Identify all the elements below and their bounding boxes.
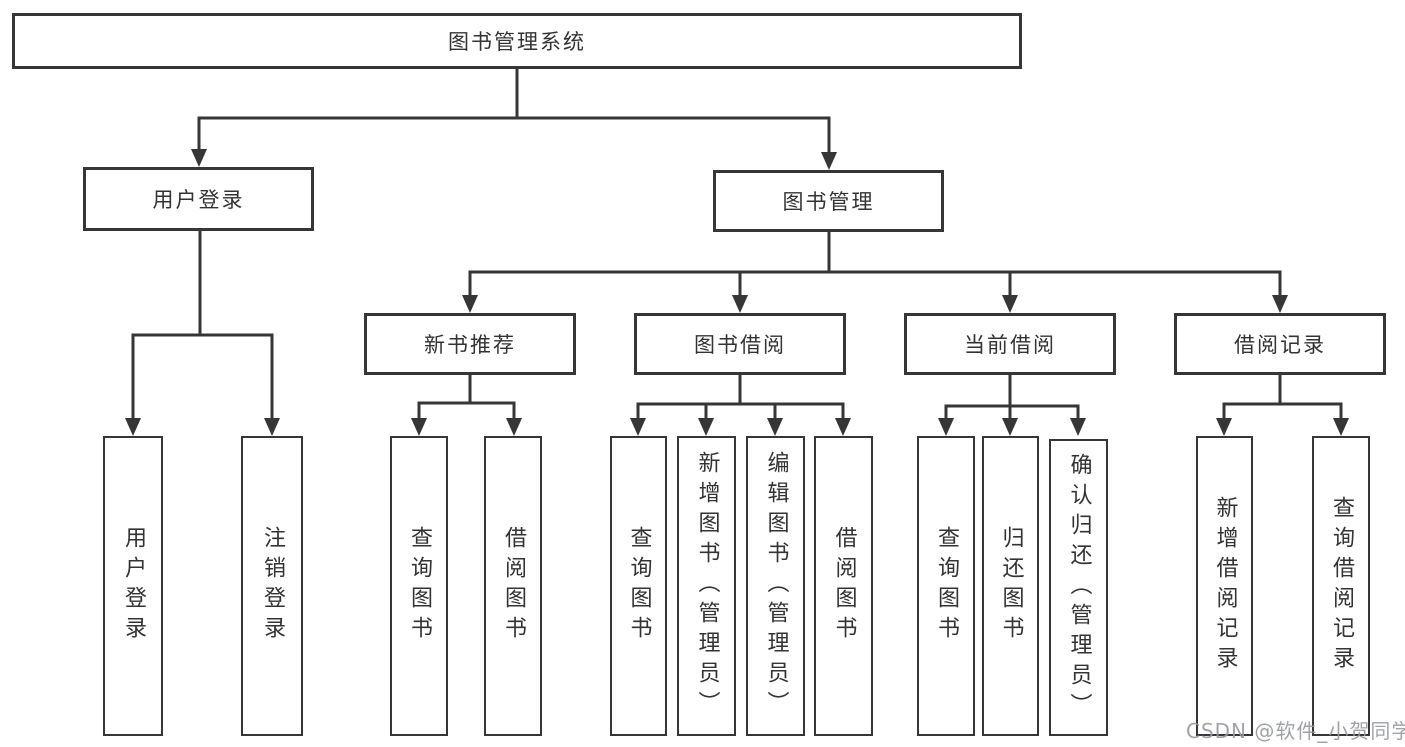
node-new-book-recommendation-label: 新书推荐 <box>424 333 516 357</box>
node-borrowing-records: 借阅记录 <box>1174 313 1386 375</box>
leaf-br-add-record: 新增借阅记录 <box>1196 436 1253 736</box>
leaf-bb-query-books: 查询图书 <box>610 436 667 736</box>
node-book-management: 图书管理 <box>713 170 944 232</box>
leaf-bb-borrow-books-label: 借阅图书 <box>831 526 857 646</box>
leaf-nb-borrow-books: 借阅图书 <box>484 436 542 736</box>
leaf-nb-query-books-label: 查询图书 <box>407 526 432 646</box>
leaf-bb-add-books-admin: 新增图书（管理员） <box>677 436 736 736</box>
leaf-cb-confirm-return-admin-label: 确认归还（管理员） <box>1066 452 1092 723</box>
node-new-book-recommendation: 新书推荐 <box>364 313 576 375</box>
node-root-system: 图书管理系统 <box>12 13 1022 69</box>
leaf-cb-confirm-return-admin: 确认归还（管理员） <box>1049 439 1108 736</box>
leaf-cb-query-books-label: 查询图书 <box>934 526 959 646</box>
leaf-cb-query-books: 查询图书 <box>917 436 975 736</box>
node-current-borrowing: 当前借阅 <box>904 313 1116 375</box>
leaf-bb-edit-books-admin: 编辑图书（管理员） <box>746 436 805 736</box>
leaf-br-query-record: 查询借阅记录 <box>1312 436 1370 736</box>
leaf-logout: 注销登录 <box>241 436 303 736</box>
leaf-logout-label: 注销登录 <box>260 526 285 646</box>
leaf-br-add-record-label: 新增借阅记录 <box>1212 496 1238 676</box>
leaf-cb-return-books-label: 归还图书 <box>998 526 1024 646</box>
leaf-user-login-label: 用户登录 <box>121 526 146 646</box>
node-user-login-label: 用户登录 <box>152 188 245 212</box>
leaf-br-query-record-label: 查询借阅记录 <box>1329 496 1354 676</box>
node-book-borrowing-label: 图书借阅 <box>694 333 786 357</box>
arrowhead-icons <box>125 149 1349 436</box>
leaf-bb-borrow-books: 借阅图书 <box>814 436 873 736</box>
leaf-nb-borrow-books-label: 借阅图书 <box>501 526 526 646</box>
leaf-bb-query-books-label: 查询图书 <box>626 526 652 646</box>
leaf-nb-query-books: 查询图书 <box>390 436 448 736</box>
leaf-user-login: 用户登录 <box>103 436 163 736</box>
leaf-cb-return-books: 归还图书 <box>982 436 1039 736</box>
node-book-borrowing: 图书借阅 <box>634 313 846 375</box>
node-current-borrowing-label: 当前借阅 <box>964 333 1056 357</box>
node-borrowing-records-label: 借阅记录 <box>1234 333 1326 357</box>
node-user-login: 用户登录 <box>83 167 314 231</box>
csdn-watermark: CSDN @软件_小贺同学 <box>1186 719 1405 743</box>
leaf-bb-add-books-admin-label: 新增图书（管理员） <box>694 451 720 721</box>
leaf-bb-edit-books-admin-label: 编辑图书（管理员） <box>763 451 789 721</box>
connector-lines <box>131 67 1343 422</box>
node-book-management-label: 图书管理 <box>782 190 875 214</box>
node-root-system-label: 图书管理系统 <box>448 30 586 54</box>
